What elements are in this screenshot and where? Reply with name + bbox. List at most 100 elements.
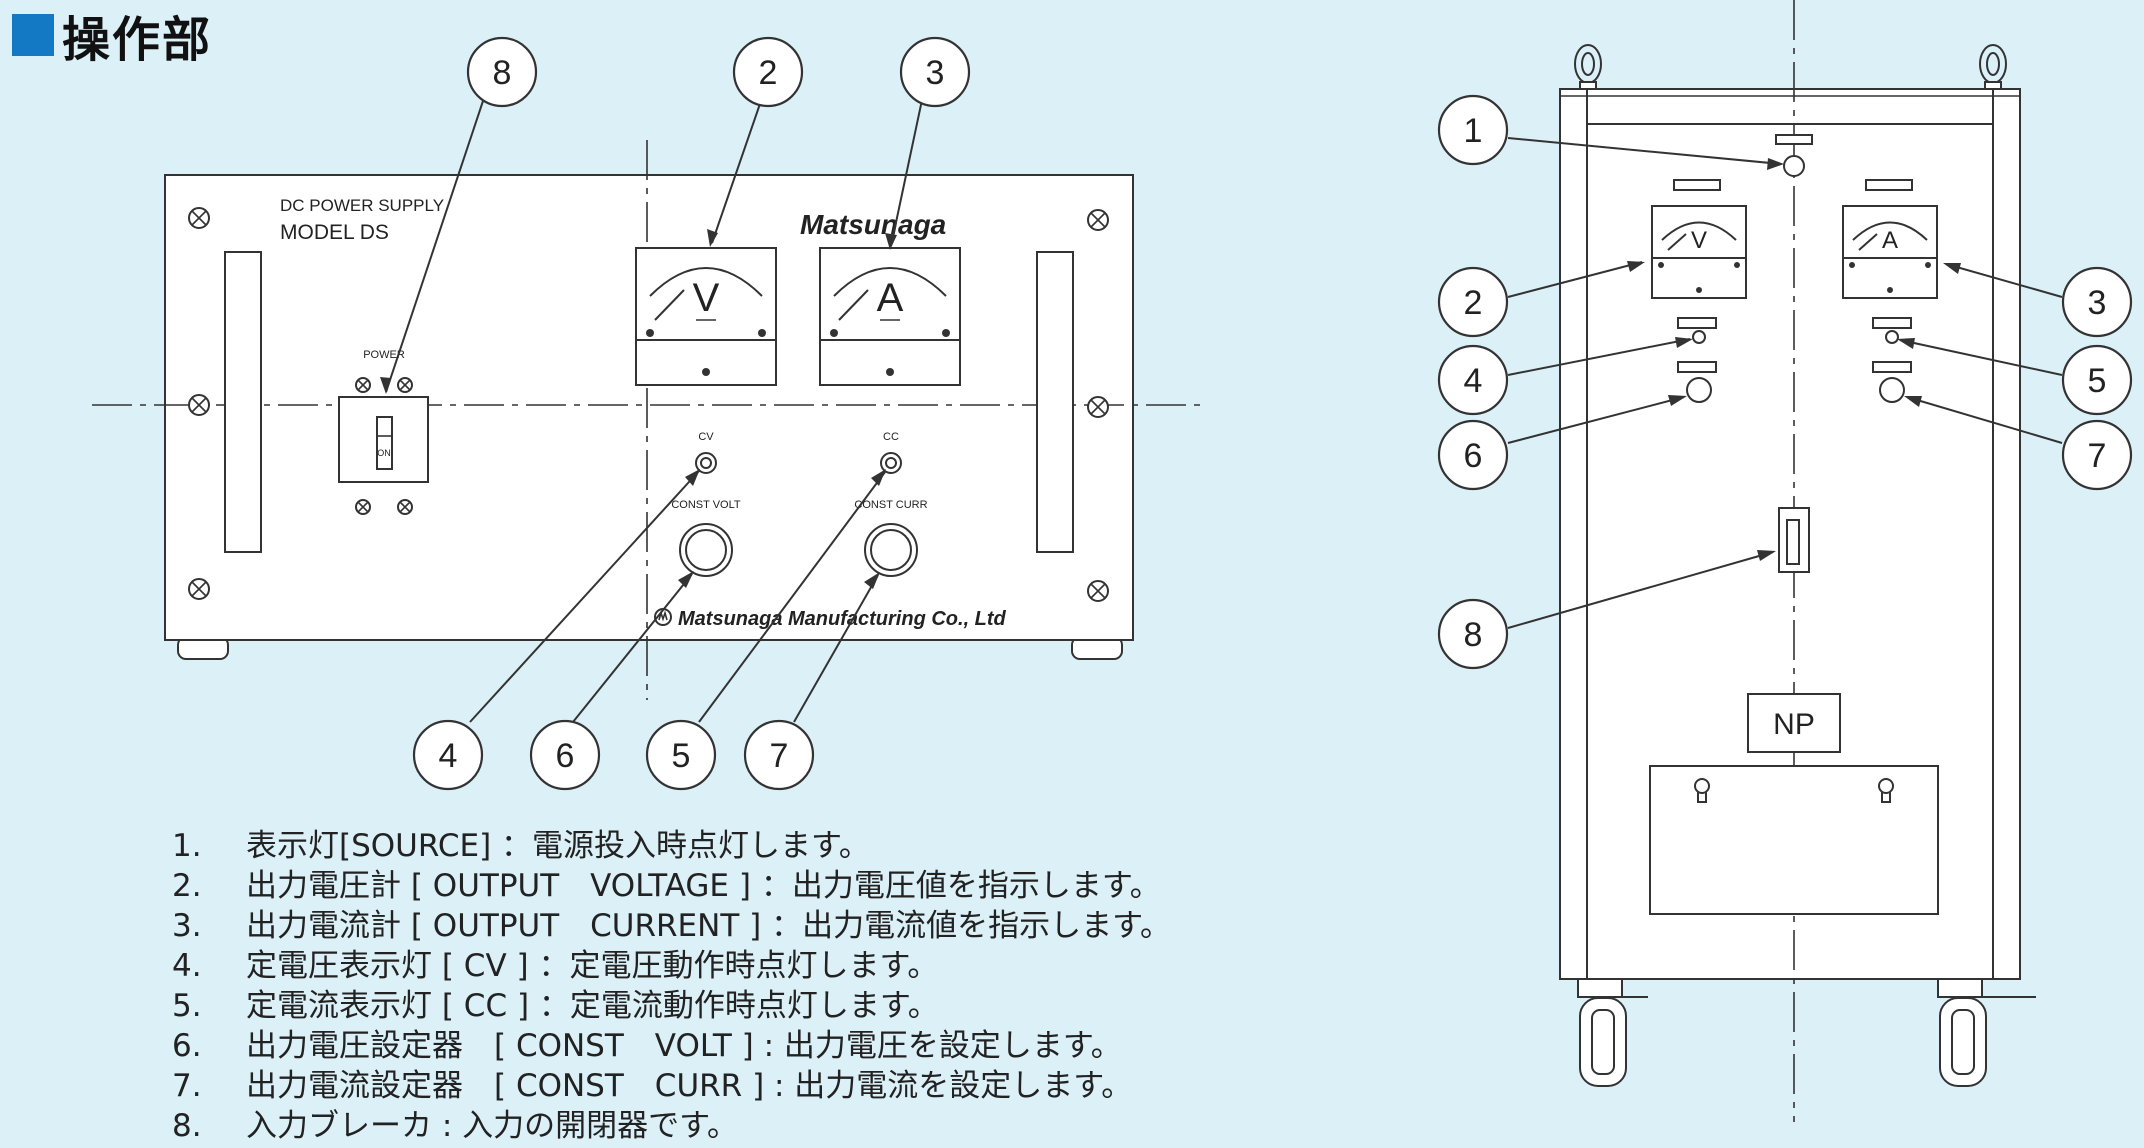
access-panel (1649, 765, 1939, 915)
brand-logo: Matsunaga (800, 209, 946, 240)
cabinet-const-curr-knob[interactable] (1879, 377, 1905, 403)
cabinet-breaker[interactable] (1778, 507, 1810, 573)
product-line-label: DC POWER SUPPLY (280, 196, 444, 215)
cc-label: CC (883, 431, 899, 443)
svg-text:5: 5 (672, 737, 691, 775)
screw-icon (188, 394, 210, 416)
svg-text:8: 8 (493, 54, 512, 92)
ammeter: A (819, 247, 961, 386)
svg-text:2: 2 (1464, 284, 1483, 322)
title-square-icon (12, 14, 54, 56)
cabinet-voltmeter-symbol: V (1691, 227, 1707, 254)
callout-5: 5 (645, 719, 717, 791)
const-volt-knob[interactable] (679, 523, 733, 577)
panel-face (164, 174, 1134, 641)
nameplate (1747, 693, 1841, 753)
leader-line (698, 471, 886, 723)
legend-item: 5.定電流表示灯 [ CC ] ：定電流動作時点灯します。 (172, 988, 939, 1024)
leader-line (1507, 137, 1782, 165)
eye-bolt-icon (1574, 44, 1602, 91)
svg-text:3: 3 (926, 54, 945, 92)
legend-item: 3.出力電流計 [ OUTPUT CURRENT ] ：出力電流値を指示します。 (172, 908, 1171, 944)
legend-item: 7.出力電流設定器 [ CONST CURR ] : 出力電流を設定します。 (172, 1068, 1133, 1104)
breaker-toggle[interactable] (376, 416, 393, 470)
legend-item: 2.出力電圧計 [ OUTPUT VOLTAGE ] ：出力電圧値を指示します。 (172, 868, 1161, 904)
cc-lamp (880, 452, 902, 474)
legend-item: 8.入力ブレーカ : 入力の開閉器です。 (172, 1108, 739, 1144)
screw-icon (397, 377, 413, 393)
const-curr-knob[interactable] (864, 523, 918, 577)
page-title-text: 操作部 (62, 12, 213, 68)
leader-line (1507, 396, 1685, 444)
keyhole-icon (1694, 778, 1710, 803)
leader-line (572, 573, 693, 723)
source-lamp (1783, 155, 1805, 177)
cabinet-callout-2: 2 (1437, 266, 1509, 338)
screw-icon (397, 499, 413, 515)
cabinet-callout-8: 8 (1437, 598, 1509, 670)
legend-item: 6.出力電圧設定器 [ CONST VOLT ] : 出力電圧を設定します。 (172, 1028, 1122, 1064)
cabinet-const-volt-knob[interactable] (1686, 377, 1712, 403)
callout-8: 8 (466, 36, 538, 108)
cv-label: CV (698, 431, 714, 443)
cabinet-callout-1: 1 (1437, 94, 1509, 166)
leader-line (469, 470, 700, 723)
svg-text:4: 4 (1464, 362, 1483, 400)
page-title: 操作部 (12, 6, 212, 68)
power-breaker[interactable]: POWER ON (338, 349, 429, 515)
voltmeter-symbol: V (693, 276, 720, 320)
legend-item: 4.定電圧表示灯 [ CV ] ：定電圧動作時点灯します。 (172, 948, 939, 984)
svg-text:6: 6 (556, 737, 575, 775)
svg-text:5: 5 (2088, 362, 2107, 400)
lamp-label-plate (1775, 134, 1813, 145)
power-label: POWER (363, 349, 405, 361)
front-panel: DC POWER SUPPLY MODEL DS Matsunaga V A (92, 36, 1200, 791)
callout-7: 7 (743, 719, 815, 791)
voltmeter: V (635, 247, 777, 386)
screw-icon (355, 377, 371, 393)
leader-line (793, 574, 879, 723)
screw-icon (188, 207, 210, 229)
const-volt-label: CONST VOLT (671, 499, 741, 511)
cabinet-ammeter-symbol: A (1882, 227, 1898, 254)
keyhole-icon (1878, 778, 1894, 803)
caster-icon (1937, 978, 2036, 1087)
leader-line (711, 97, 763, 244)
screw-icon (1087, 209, 1109, 231)
cabinet-callout-4: 4 (1437, 344, 1509, 416)
screw-icon (1087, 396, 1109, 418)
cabinet-callout-5: 5 (2061, 344, 2133, 416)
svg-text:6: 6 (1464, 437, 1483, 475)
callout-2: 2 (732, 36, 804, 108)
legend-list: 1.表示灯[SOURCE] ：電源投入時点灯します。 2.出力電圧計 [ OUT… (172, 826, 1171, 1146)
leader-line (1507, 551, 1774, 629)
screw-icon (188, 578, 210, 600)
svg-text:1: 1 (1464, 112, 1483, 150)
const-curr-label: CONST CURR (854, 499, 927, 511)
cabinet-ammeter: A (1842, 205, 1938, 299)
model-label: MODEL DS (280, 221, 389, 244)
svg-text:3: 3 (2088, 284, 2107, 322)
svg-text:4: 4 (439, 737, 458, 775)
screw-icon (1087, 580, 1109, 602)
leader-line (385, 94, 486, 393)
leader-line (1906, 396, 2063, 444)
ammeter-symbol: A (877, 276, 904, 320)
leader-line (1507, 261, 1643, 298)
cv-lamp (695, 452, 717, 474)
leader-line (1507, 338, 1691, 376)
cabinet-cv-lamp (1692, 330, 1706, 344)
leader-line (890, 99, 923, 247)
cabinet-voltmeter: V (1651, 205, 1747, 299)
cabinet-callout-3: 3 (2061, 266, 2133, 338)
callout-6: 6 (529, 719, 601, 791)
eye-bolt-icon (1979, 44, 2007, 91)
callout-3: 3 (899, 36, 971, 108)
breaker-on-label: ON (377, 448, 391, 458)
handle (1036, 251, 1074, 553)
svg-text:8: 8 (1464, 616, 1483, 654)
cabinet-callout-7: 7 (2061, 419, 2133, 491)
cabinet-cc-lamp (1885, 330, 1899, 344)
screw-icon (355, 499, 371, 515)
